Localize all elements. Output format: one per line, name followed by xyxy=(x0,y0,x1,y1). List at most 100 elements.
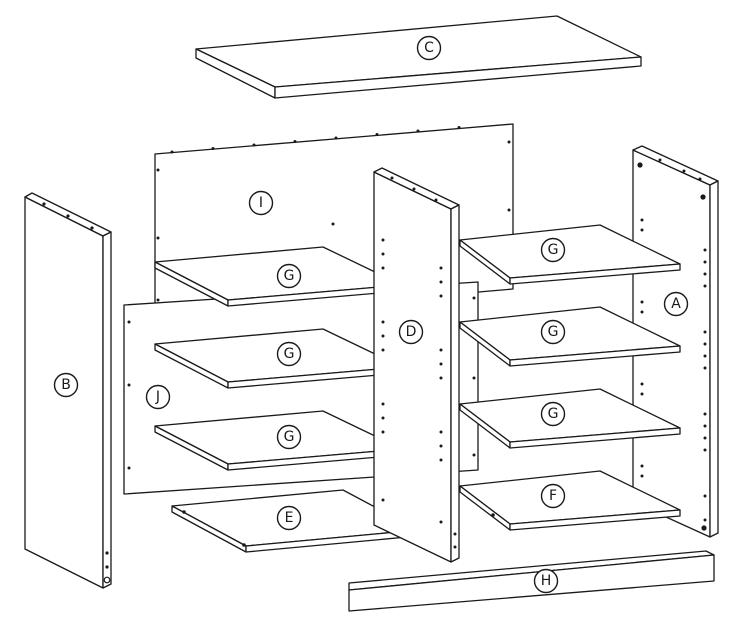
back-panel-hole xyxy=(156,298,160,302)
divider-hole xyxy=(381,402,385,406)
divider-hole xyxy=(381,334,385,338)
divider-hole xyxy=(439,430,443,434)
divider-hole xyxy=(381,416,385,420)
back-panel-hole xyxy=(472,453,476,457)
side-panel-hole xyxy=(703,248,707,252)
label-h: H xyxy=(533,568,559,594)
divider-hole xyxy=(381,430,385,434)
back-panel-hole xyxy=(457,126,461,129)
back-panel-hole xyxy=(507,140,511,144)
svg-text:B: B xyxy=(61,377,71,393)
divider-hole xyxy=(439,362,443,366)
svg-text:G: G xyxy=(284,346,295,362)
divider-hole xyxy=(412,187,416,191)
side-panel-hole xyxy=(640,392,644,396)
side-panel-hole xyxy=(703,494,707,498)
side-panel-hole xyxy=(640,300,644,304)
svg-text:E: E xyxy=(285,510,294,526)
divider-hole xyxy=(390,176,394,180)
back-panel-hole xyxy=(127,320,131,324)
divider-hole xyxy=(439,348,443,352)
part-g-shelf-right-3 xyxy=(459,388,681,449)
svg-text:F: F xyxy=(549,488,557,504)
label-e: E xyxy=(276,505,302,531)
divider-hole xyxy=(439,458,443,462)
back-panel-hole xyxy=(472,376,476,380)
side-panel-hole xyxy=(658,158,662,162)
side-panel-large-hole xyxy=(637,162,643,168)
svg-text:G: G xyxy=(548,406,559,422)
side-panel-hole xyxy=(682,169,686,173)
back-panel-hole xyxy=(211,147,215,150)
side-panel-large-hole xyxy=(701,525,707,531)
back-panel-hole xyxy=(472,296,476,300)
divider-hole xyxy=(381,266,385,270)
side-panel-hole xyxy=(703,448,707,452)
svg-text:G: G xyxy=(548,324,559,340)
label-g-right-1: G xyxy=(540,237,566,263)
side-panel-large-hole xyxy=(700,194,706,200)
back-panel-hole xyxy=(170,150,174,154)
label-a: A xyxy=(663,291,689,317)
side-panel-hole xyxy=(640,474,644,478)
side-panel-hole xyxy=(703,424,707,428)
back-panel-hole xyxy=(334,136,338,140)
label-g-left-1: G xyxy=(276,263,302,289)
part-d-middle-divider xyxy=(373,167,460,563)
back-panel-hole xyxy=(127,383,131,387)
label-d: D xyxy=(398,319,424,345)
svg-text:J: J xyxy=(155,389,160,405)
label-g-right-3: G xyxy=(540,401,566,427)
divider-hole xyxy=(381,238,385,242)
side-panel-hole xyxy=(640,310,644,314)
svg-text:I: I xyxy=(259,195,263,211)
part-h-plinth xyxy=(348,550,715,612)
divider-hole xyxy=(453,545,457,549)
part-g-shelf-right-1 xyxy=(459,224,681,285)
side-panel-hole xyxy=(703,518,707,522)
side-panel-hole xyxy=(640,228,644,232)
divider-hole xyxy=(381,348,385,352)
side-panel-hole xyxy=(698,177,702,181)
divider-hole xyxy=(439,294,443,298)
back-panel-hole xyxy=(416,129,420,133)
back-panel-hole xyxy=(127,466,131,470)
divider-hole xyxy=(439,520,443,524)
side-panel-hole xyxy=(703,272,707,276)
side-panel-hole xyxy=(703,436,707,440)
svg-text:H: H xyxy=(541,573,552,589)
svg-text:D: D xyxy=(406,324,417,340)
label-i: I xyxy=(248,190,274,216)
svg-text:A: A xyxy=(671,296,681,312)
side-panel-hole xyxy=(640,464,644,468)
side-panel-hole xyxy=(703,330,707,334)
svg-text:G: G xyxy=(284,268,295,284)
divider-hole xyxy=(439,376,443,380)
label-j: J xyxy=(145,384,171,410)
divider-hole xyxy=(434,198,438,202)
svg-text:G: G xyxy=(548,242,559,258)
divider-hole xyxy=(439,444,443,448)
back-panel-hole xyxy=(156,168,160,172)
back-panel-hole xyxy=(507,208,511,212)
label-f: F xyxy=(540,483,566,509)
divider-hole xyxy=(381,252,385,256)
side-panel-hole xyxy=(703,342,707,346)
label-c: C xyxy=(416,35,442,61)
side-panel-hole xyxy=(703,412,707,416)
label-g-left-2: G xyxy=(276,341,302,367)
divider-hole xyxy=(453,532,457,536)
side-panel-hole xyxy=(640,218,644,222)
side-panel-hole xyxy=(703,284,707,288)
divider-hole xyxy=(439,266,443,270)
side-panel-hole xyxy=(703,354,707,358)
back-panel-hole xyxy=(156,236,160,240)
back-panel-hole xyxy=(293,140,297,143)
part-f-bottom-shelf-right xyxy=(459,470,681,531)
back-panel-hole xyxy=(252,143,256,147)
svg-text:C: C xyxy=(424,40,434,56)
label-g-left-3: G xyxy=(276,424,302,450)
part-g-shelf-right-2 xyxy=(459,306,681,367)
side-panel-hole xyxy=(640,382,644,386)
